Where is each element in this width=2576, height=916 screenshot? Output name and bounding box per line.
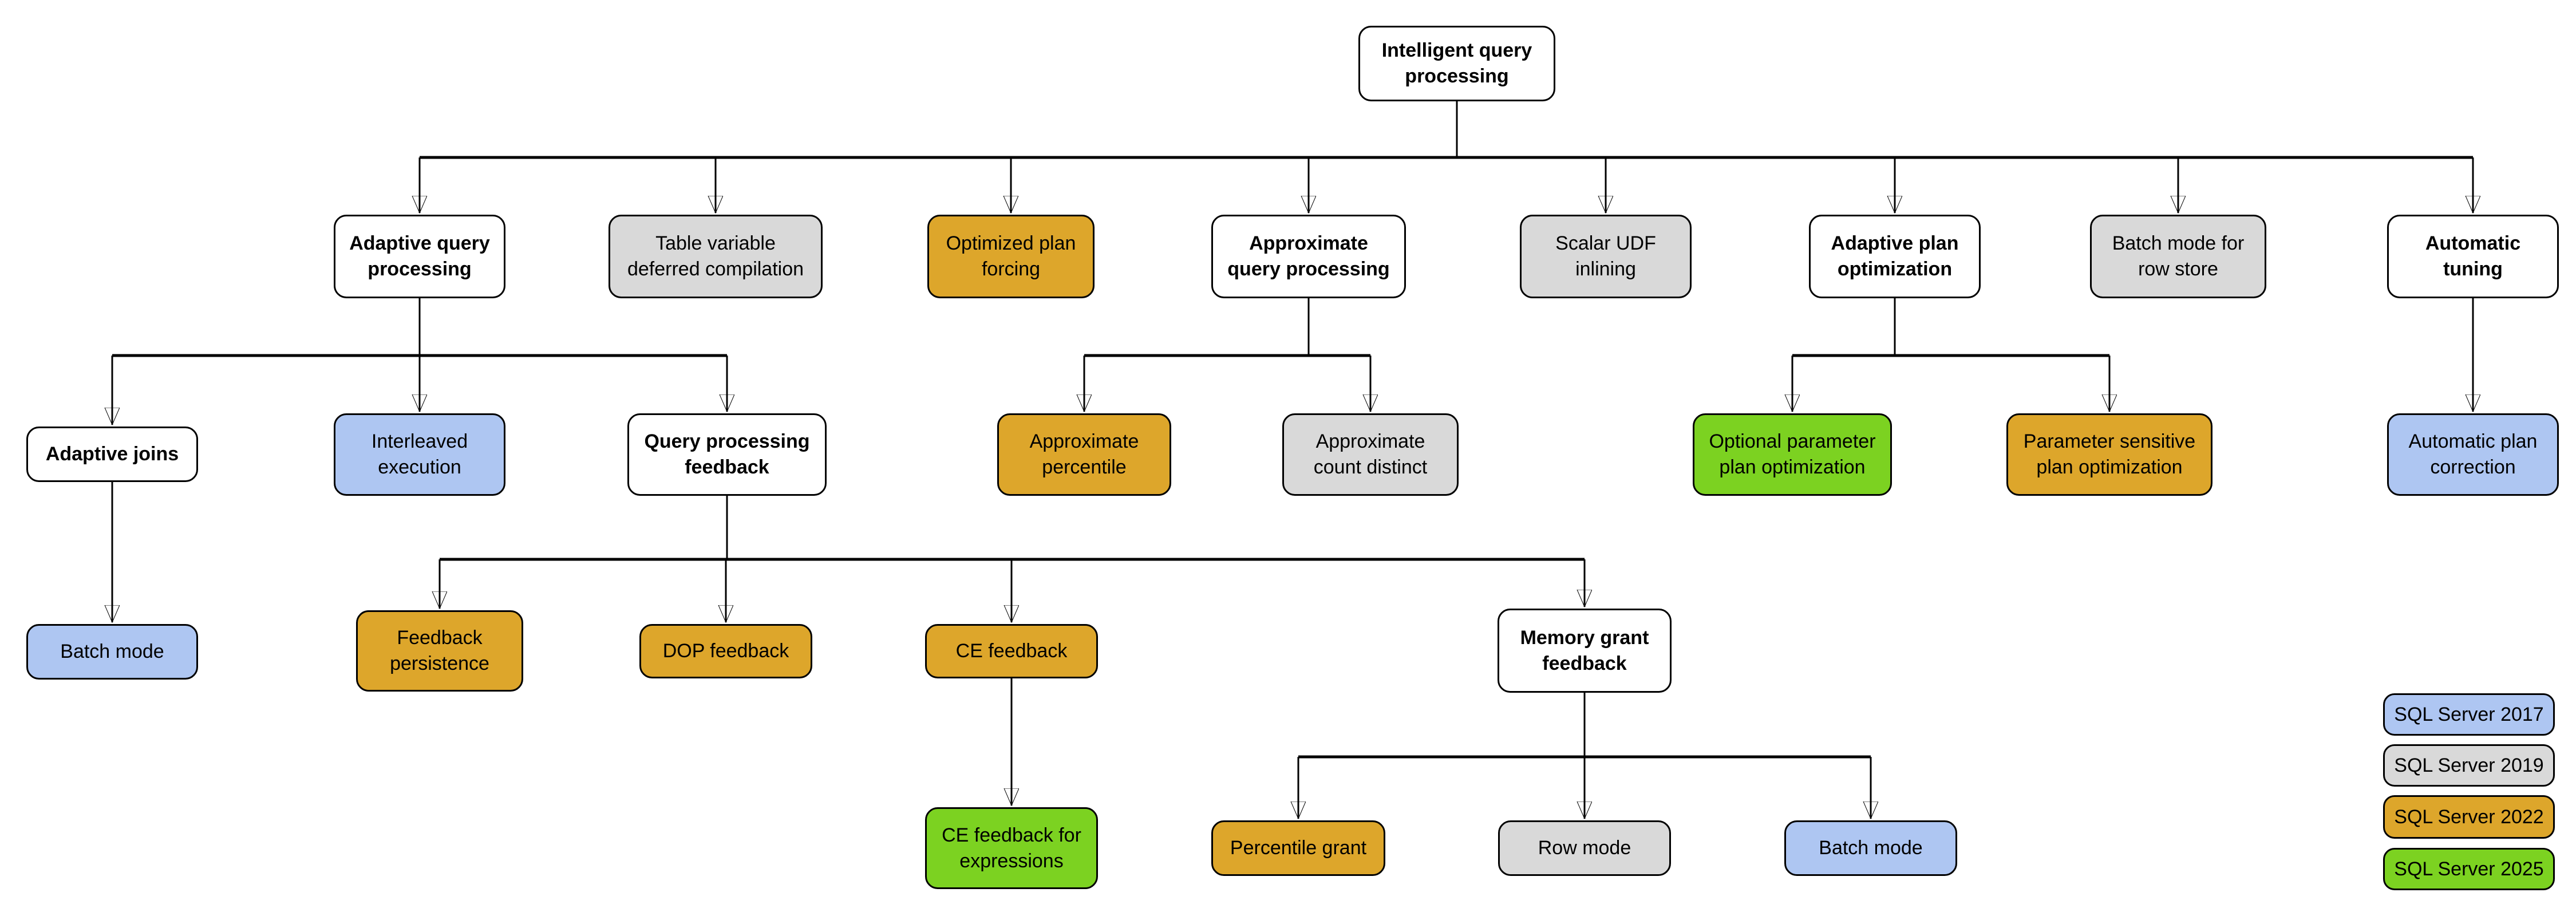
node-row-mode: Row mode — [1498, 820, 1671, 876]
node-label: Table variable deferred compilation — [627, 232, 804, 280]
node-ce-feedback-for-expressions: CE feedback for expressions — [925, 807, 1098, 889]
node-optimized-plan-forcing: Optimized plan forcing — [927, 215, 1095, 298]
node-feedback-persistence: Feedback persistence — [356, 610, 523, 692]
node-parameter-sensitive-plan-optimization: Parameter sensitive plan optimization — [2006, 413, 2212, 496]
node-label: Automatic plan correction — [2408, 431, 2538, 478]
node-label: Optimized plan forcing — [946, 232, 1076, 280]
legend-sql-server-2017: SQL Server 2017 — [2383, 693, 2555, 736]
node-ce-feedback: CE feedback — [925, 624, 1098, 678]
node-label: Row mode — [1538, 837, 1631, 859]
legend-sql-server-2019: SQL Server 2019 — [2383, 744, 2555, 787]
node-label: Optional parameter plan optimization — [1709, 431, 1876, 478]
legend-label: SQL Server 2025 — [2394, 858, 2544, 880]
node-adaptive-joins: Adaptive joins — [26, 427, 198, 482]
legend-label: SQL Server 2022 — [2394, 806, 2544, 828]
node-label: Percentile grant — [1230, 837, 1367, 859]
node-batch-mode-adaptive-joins: Batch mode — [26, 624, 198, 680]
node-label: Scalar UDF inlining — [1555, 232, 1656, 280]
node-query-processing-feedback: Query processing feedback — [627, 413, 827, 496]
node-approximate-query-processing: Approximate query processing — [1211, 215, 1406, 298]
node-label: Approximate query processing — [1227, 232, 1390, 280]
node-batch-mode-for-row-store: Batch mode for row store — [2090, 215, 2266, 298]
legend-label: SQL Server 2017 — [2394, 703, 2544, 725]
node-adaptive-plan-optimization: Adaptive plan optimization — [1809, 215, 1981, 298]
node-automatic-plan-correction: Automatic plan correction — [2387, 413, 2559, 496]
node-label: CE feedback for expressions — [942, 824, 1081, 872]
legend-sql-server-2022: SQL Server 2022 — [2383, 795, 2555, 839]
node-label: Adaptive query processing — [349, 232, 490, 280]
node-label: Feedback persistence — [390, 627, 489, 674]
node-batch-mode-memory-grant: Batch mode — [1784, 820, 1957, 876]
node-optional-parameter-plan-optimization: Optional parameter plan optimization — [1693, 413, 1892, 496]
node-automatic-tuning: Automatic tuning — [2387, 215, 2559, 298]
node-intelligent-query-processing: Intelligent query processing — [1358, 26, 1555, 101]
node-memory-grant-feedback: Memory grant feedback — [1498, 609, 1672, 693]
node-label: Batch mode — [60, 641, 164, 663]
node-label: Memory grant feedback — [1520, 626, 1649, 674]
node-adaptive-query-processing: Adaptive query processing — [334, 215, 505, 298]
node-interleaved-execution: Interleaved execution — [334, 413, 505, 496]
node-percentile-grant: Percentile grant — [1211, 820, 1385, 876]
node-label: CE feedback — [955, 640, 1068, 662]
node-label: Approximate percentile — [1029, 431, 1139, 478]
node-approximate-count-distinct: Approximate count distinct — [1282, 413, 1459, 496]
node-label: Interleaved execution — [371, 431, 468, 478]
node-label: Automatic tuning — [2425, 232, 2521, 280]
node-label: Batch mode for row store — [2112, 232, 2245, 280]
legend-sql-server-2025: SQL Server 2025 — [2383, 848, 2555, 890]
node-label: Parameter sensitive plan optimization — [2023, 431, 2196, 478]
node-dop-feedback: DOP feedback — [639, 624, 812, 678]
node-label: DOP feedback — [662, 640, 789, 662]
node-label: Adaptive joins — [45, 443, 179, 465]
node-label: Batch mode — [1819, 837, 1923, 859]
node-label: Query processing feedback — [644, 431, 810, 478]
node-label: Adaptive plan optimization — [1831, 232, 1959, 280]
node-label: Approximate count distinct — [1313, 431, 1428, 478]
node-label: Intelligent query processing — [1381, 40, 1532, 87]
node-table-variable-deferred-compilation: Table variable deferred compilation — [609, 215, 823, 298]
node-scalar-udf-inlining: Scalar UDF inlining — [1520, 215, 1692, 298]
node-approximate-percentile: Approximate percentile — [997, 413, 1171, 496]
legend-label: SQL Server 2019 — [2394, 754, 2544, 776]
